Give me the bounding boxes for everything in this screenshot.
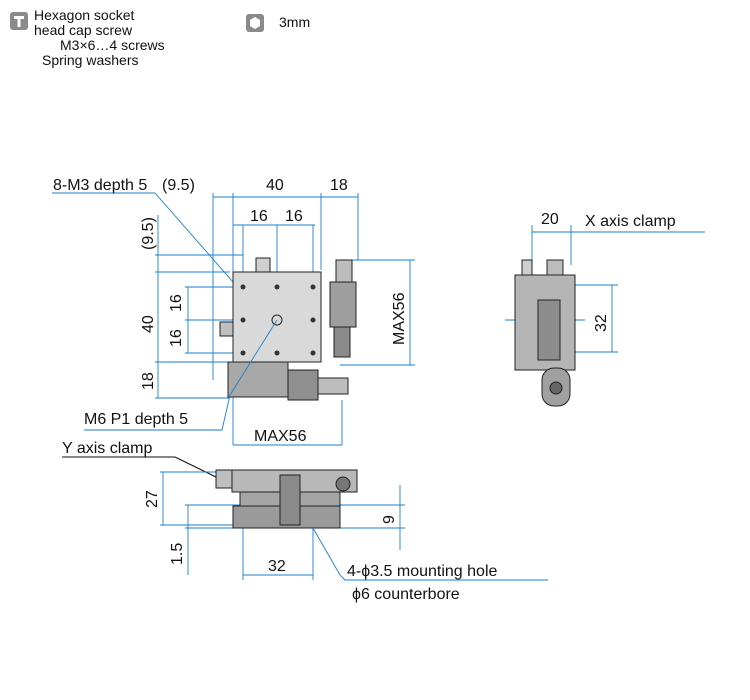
dim-side-20: 20: [541, 211, 559, 228]
hex-wrench-icon: [246, 14, 264, 32]
mounting-hole-label: 4-ϕ3.5 mounting hole: [347, 563, 497, 580]
dim-left-18: 18: [140, 372, 157, 390]
dim-left-offset: (9.5): [140, 217, 157, 250]
x-clamp-label: X axis clamp: [585, 213, 676, 230]
dim-top-right: 18: [330, 177, 348, 194]
dim-top-offset: (9.5): [162, 177, 195, 194]
screw-spec-line3: M3×6…4 screws: [60, 37, 165, 53]
screw-spec-line1: Hexagon socket: [34, 7, 135, 23]
dim-left-40: 40: [140, 315, 157, 333]
screw-spec-line2: head cap screw: [34, 22, 133, 38]
dim-pitch-y1: 16: [168, 294, 185, 312]
dim-top-width: 40: [266, 177, 284, 194]
wrench-size: 3mm: [279, 14, 311, 30]
dim-pitch-x2: 16: [285, 208, 303, 225]
front-view: [62, 456, 548, 581]
dim-max-travel-v: MAX56: [391, 292, 408, 345]
y-clamp-label: Y axis clamp: [62, 440, 153, 457]
legend: Hexagon socket head cap screw M3×6…4 scr…: [10, 8, 340, 78]
dim-front-9: 9: [381, 515, 398, 524]
screw-icon: [10, 12, 28, 30]
counterbore-label: ϕ6 counterbore: [352, 586, 460, 603]
center-hole-label: M6 P1 depth 5: [84, 411, 188, 428]
side-view: [505, 225, 705, 407]
screw-spec-line4: Spring washers: [42, 52, 139, 68]
tap-label: 8-M3 depth 5: [53, 177, 147, 194]
dim-front-27: 27: [144, 490, 161, 508]
dim-pitch-y2: 16: [168, 329, 185, 347]
dim-front-32: 32: [268, 558, 286, 575]
top-view: [52, 192, 415, 446]
dim-pitch-x1: 16: [250, 208, 268, 225]
dim-side-32: 32: [593, 314, 610, 332]
dim-front-15: 1.5: [169, 543, 186, 565]
dim-max-travel-h: MAX56: [254, 428, 307, 445]
